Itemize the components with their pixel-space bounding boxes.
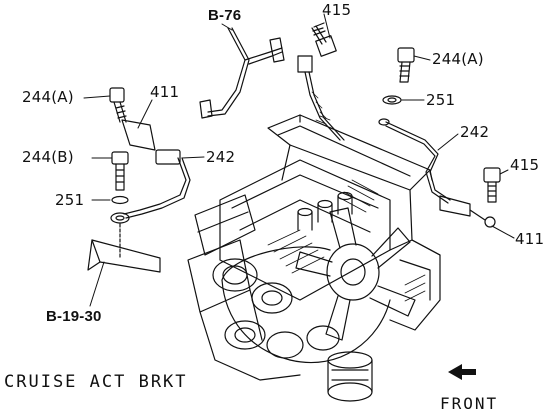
bracket-plate — [91, 239, 161, 273]
ground-cable-242-left — [110, 149, 191, 224]
ground-cable-242-right — [378, 118, 496, 228]
bolt-415-top — [311, 22, 337, 57]
ref-label-b1930: B-19-30 — [46, 308, 102, 325]
sensor-cable — [304, 71, 341, 141]
bolt-244b-left — [111, 151, 129, 191]
leader-lines — [83, 13, 515, 307]
diagram-title: CRUISE ACT BRKT — [4, 372, 188, 392]
part-label-242-left: 242 — [206, 148, 236, 166]
part-label-411-right: 411 — [515, 230, 545, 248]
bolt-415-right — [483, 167, 501, 203]
washer-251-left — [111, 195, 129, 205]
bracket-411-left — [121, 119, 156, 151]
part-label-244a-left: 244(A) — [22, 88, 74, 106]
part-label-244b-left: 244(B) — [22, 148, 74, 166]
part-label-242-right: 242 — [460, 123, 490, 141]
front-arrow-icon — [448, 364, 476, 380]
part-label-244a-right: 244(A) — [432, 50, 484, 68]
part-label-251-right: 251 — [426, 91, 456, 109]
ref-label-b76: B-76 — [208, 7, 242, 24]
oil-filter — [327, 351, 373, 402]
washer-251-right — [382, 95, 402, 105]
b76-cable — [199, 27, 313, 119]
bolt-244a-right — [397, 47, 415, 83]
part-label-415-top: 415 — [322, 1, 352, 19]
front-label: FRONT — [440, 394, 499, 413]
part-label-415-right: 415 — [510, 156, 540, 174]
part-label-411-left: 411 — [150, 83, 180, 101]
bolt-244a-left — [109, 87, 127, 123]
part-label-251-left: 251 — [55, 191, 85, 209]
cooling-fan — [295, 207, 416, 341]
